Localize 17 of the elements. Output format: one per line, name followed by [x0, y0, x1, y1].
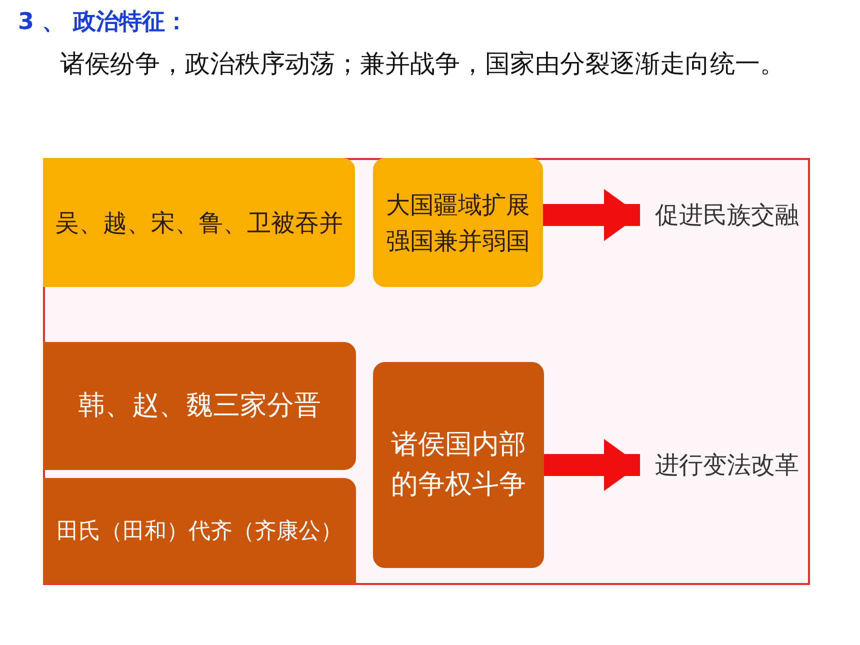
process-box	[43, 342, 356, 470]
process-box	[43, 478, 356, 584]
box-text: 吴、越、宋、鲁、卫被吞并	[55, 208, 343, 238]
box-text: 强国兼并弱国	[386, 226, 530, 256]
result-text: 进行变法改革	[655, 450, 799, 481]
process-box	[43, 158, 355, 287]
process-box	[373, 158, 543, 287]
result-text: 促进民族交融	[655, 200, 799, 231]
box-text: 诸侯国内部的争权斗争	[390, 428, 527, 502]
box-text: 韩、赵、魏三家分晋	[78, 388, 321, 423]
heading: 3 、 政治特征：	[18, 8, 188, 37]
arrow	[543, 189, 640, 241]
arrow	[544, 439, 640, 491]
process-box	[373, 362, 544, 568]
box-text: 大国疆域扩展	[386, 190, 530, 220]
paragraph: 诸侯纷争，政治秩序动荡；兼并战争，国家由分裂逐渐走向统一。	[59, 48, 786, 80]
box-text: 田氏（田和）代齐（齐康公）	[56, 518, 342, 546]
